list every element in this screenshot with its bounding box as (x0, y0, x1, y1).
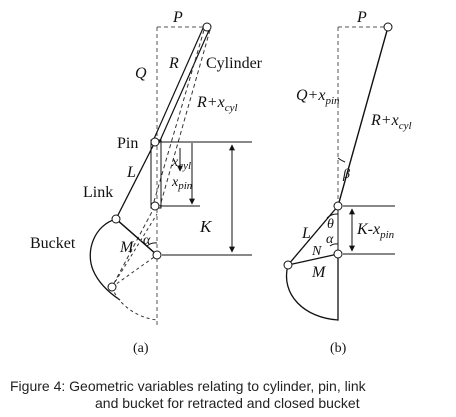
joint-link-ext-a (107, 282, 117, 292)
cylinder-extended-dashed2 (159, 29, 211, 207)
joint-bucket-b (333, 249, 343, 259)
joint-link-b (283, 260, 293, 270)
label-alpha-b: α (326, 232, 334, 247)
label-N: N (311, 244, 322, 259)
label-pin: Pin (117, 135, 138, 152)
label-cylinder: Cylinder (206, 55, 263, 72)
alpha-arc-a (146, 242, 158, 247)
label-M-b: M (311, 264, 327, 281)
cylinder-extended-dashed1 (152, 29, 205, 206)
bucket-M-line (115, 218, 158, 256)
N-b (287, 205, 339, 266)
bucket-dashed (111, 254, 158, 321)
joint-pin-b (333, 201, 343, 211)
joint-bucket-a (152, 250, 162, 260)
caption-line-1: Figure 4: Geometric variables relating t… (10, 378, 366, 394)
label-K-a: K (199, 217, 213, 236)
label-Q-a: Q (135, 65, 147, 82)
label-link: Link (83, 184, 113, 201)
label-xcyl-a: xcyl (171, 155, 191, 172)
bucket-solid (89, 218, 158, 301)
joint-P-a (202, 22, 212, 32)
panel-a-caption: (a) (133, 341, 149, 356)
label-L-b: L (301, 225, 311, 242)
link-solid (115, 141, 156, 220)
label-R-plus-xcyl-b: R+xcyl (370, 112, 412, 132)
label-M-a: M (119, 239, 135, 256)
panel-b: P Q+xpin R+xcyl β θ L K-xpin N α M (b) (283, 9, 412, 356)
label-L-a: L (126, 164, 136, 181)
label-P-b: P (356, 9, 367, 26)
bucket-b (285, 254, 339, 321)
label-R-a: R (168, 55, 179, 72)
label-bucket: Bucket (30, 235, 76, 252)
label-K-minus-xpin: K-xpin (356, 221, 395, 241)
M-b (287, 253, 339, 266)
joint-P-b (383, 22, 393, 32)
caption-line-2: and bucket for retracted and closed buck… (95, 395, 360, 411)
bucket-dashed-diag (111, 213, 158, 288)
joint-link-a (111, 214, 121, 224)
label-R-plus-xcyl-a: R+xcyl (196, 94, 238, 114)
alpha-arc-b (329, 243, 339, 247)
joint-pin-a (150, 137, 160, 147)
panel-b-caption: (b) (330, 341, 347, 356)
link-dashed (111, 205, 156, 288)
cylinder-b (337, 26, 389, 207)
cylinder-body-line2 (158, 27, 211, 144)
label-beta: β (342, 167, 350, 182)
beta-arc (337, 157, 346, 163)
label-xpin-a: xpin (171, 175, 193, 192)
theta-arc (326, 213, 339, 219)
panel-a: P Q R Cylinder R+xcyl Pin L xcyl xpin Li… (30, 9, 263, 356)
pin-slot (150, 139, 162, 209)
label-P-a: P (172, 9, 183, 26)
label-theta: θ (327, 217, 334, 232)
joint-pin-ext-a (150, 201, 160, 211)
geometry-figure: P Q R Cylinder R+xcyl Pin L xcyl xpin Li… (30, 9, 412, 356)
label-Q-plus-xpin-b: Q+xpin (296, 87, 340, 107)
cylinder-body-line1 (152, 25, 205, 142)
label-alpha-a: α (143, 233, 151, 248)
figure-caption: Figure 4: Geometric variables relating t… (10, 378, 454, 412)
